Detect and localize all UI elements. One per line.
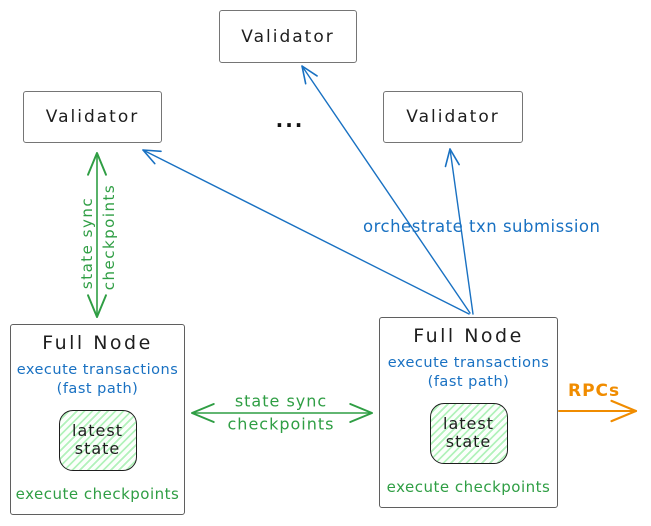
validators-ellipsis: ... [275, 108, 305, 132]
orchestrate-arrow-to-validator-top [301, 65, 471, 314]
fast-path-label: (fast path) [56, 380, 139, 397]
latest-state-label-line1: latest [443, 413, 494, 433]
validator-box-right: Validator [383, 91, 523, 143]
full-node-box-left: Full Node execute transactions (fast pat… [10, 324, 185, 515]
state-sync-label-horizontal: state sync [234, 391, 328, 411]
execute-checkpoints-label: execute checkpoints [386, 478, 551, 496]
full-node-title: Full Node [413, 325, 524, 347]
orchestrate-arrow-to-validator-right [444, 148, 474, 315]
validator-label: Validator [45, 107, 140, 127]
validator-label: Validator [406, 107, 500, 127]
latest-state-box: latest state [429, 402, 508, 464]
orchestrate-txn-submission-label: orchestrate txn submission [363, 217, 601, 236]
latest-state-label-line1: latest [72, 420, 123, 440]
latest-state-box: latest state [58, 409, 137, 471]
orchestrate-arrow-to-validator-left [142, 149, 470, 315]
execute-transactions-label: execute transactions [387, 355, 550, 371]
latest-state-label-line2: state [445, 432, 492, 452]
execute-transactions-label: execute transactions [16, 362, 179, 378]
execute-transactions-note: execute transactions (fast path) [17, 361, 179, 399]
validator-label: Validator [241, 26, 335, 47]
full-node-box-right: Full Node execute transactions (fast pat… [379, 317, 558, 508]
validator-box-top: Validator [219, 10, 357, 63]
rpcs-label: RPCs [568, 381, 621, 401]
full-node-title: Full Node [42, 332, 153, 354]
checkpoints-label-horizontal: checkpoints [227, 414, 335, 434]
latest-state-label-line2: state [74, 439, 121, 459]
validator-box-left: Validator [23, 91, 162, 143]
execute-transactions-note: execute transactions (fast path) [388, 354, 550, 392]
checkpoints-label-vertical: checkpoints [100, 183, 118, 291]
fast-path-label: (fast path) [427, 373, 510, 390]
execute-checkpoints-label: execute checkpoints [15, 485, 180, 503]
state-sync-label-vertical: state sync [78, 196, 96, 290]
